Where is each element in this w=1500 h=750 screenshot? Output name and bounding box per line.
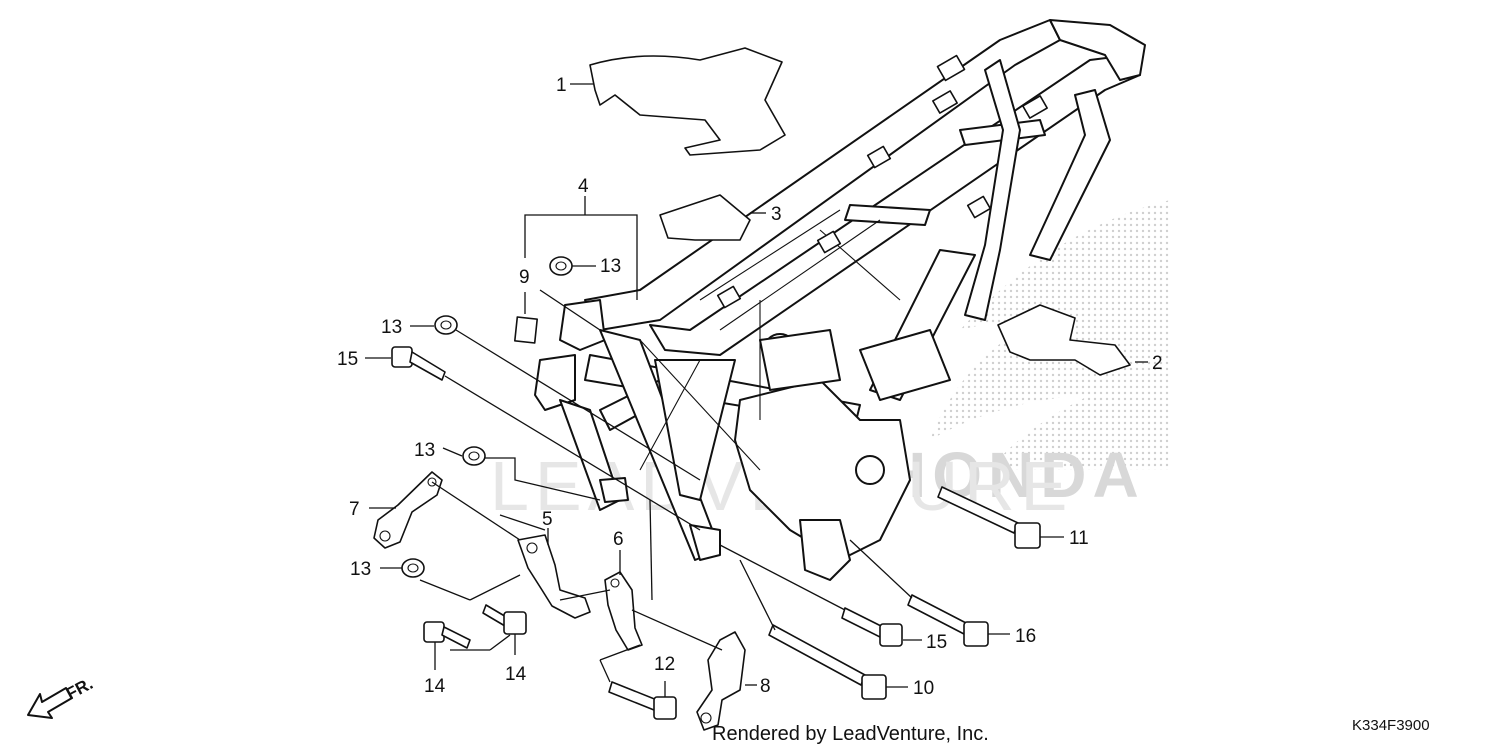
part-16-bolt — [907, 594, 989, 647]
part-13-nut-b — [434, 315, 458, 335]
render-credit: Rendered by LeadVenture, Inc. — [712, 723, 989, 745]
part-13-nut-d — [401, 558, 425, 578]
callout-14-b: 14 — [505, 664, 527, 685]
callout-14-a: 14 — [424, 676, 446, 697]
callout-1: 1 — [556, 75, 567, 96]
part-10-bolt — [768, 624, 887, 700]
front-direction-indicator: FR. — [27, 674, 96, 719]
drawing-code: K334F3900 — [1352, 717, 1430, 734]
callout-5: 5 — [542, 509, 553, 530]
brand-watermark: HONDA — [880, 439, 1145, 511]
frame-body — [534, 19, 1146, 581]
callout-15-b: 15 — [926, 632, 947, 653]
callout-3: 3 — [771, 204, 782, 225]
callout-13-d: 13 — [350, 559, 371, 580]
part-13-nut-a — [549, 256, 573, 276]
callout-13-b: 13 — [381, 317, 402, 338]
callout-12: 12 — [654, 654, 675, 675]
callout-9: 9 — [519, 267, 530, 288]
callout-16: 16 — [1015, 626, 1036, 647]
part-11-bolt — [937, 486, 1041, 549]
callout-10: 10 — [913, 678, 934, 699]
callout-13-a: 13 — [600, 256, 621, 277]
part-14-bolt-a — [423, 621, 471, 649]
front-arrow-icon — [27, 687, 73, 719]
part-15-bolt-lower — [841, 607, 903, 647]
callout-13-c: 13 — [414, 440, 435, 461]
callout-4: 4 — [578, 176, 589, 197]
part-6-bracket — [604, 571, 643, 651]
leader-lines — [365, 83, 1148, 697]
callout-11: 11 — [1069, 528, 1089, 549]
part-12-bolt — [608, 681, 677, 720]
part-13-nut-c — [462, 446, 486, 466]
part-3-plate — [659, 194, 751, 241]
part-8-bracket — [696, 631, 746, 731]
part-1-cover-plate — [589, 47, 786, 156]
callout-6: 6 — [613, 529, 624, 550]
part-9-pad — [514, 316, 538, 344]
part-2-plate — [997, 304, 1131, 376]
part-15-bolt-upper — [391, 346, 446, 381]
callout-8: 8 — [760, 676, 771, 697]
callout-7: 7 — [349, 499, 360, 520]
part-14-bolt-b — [482, 604, 527, 635]
callout-2: 2 — [1152, 353, 1163, 374]
part-5-bracket — [517, 534, 591, 619]
part-7-bracket — [373, 471, 443, 549]
callout-15-a: 15 — [337, 349, 358, 370]
